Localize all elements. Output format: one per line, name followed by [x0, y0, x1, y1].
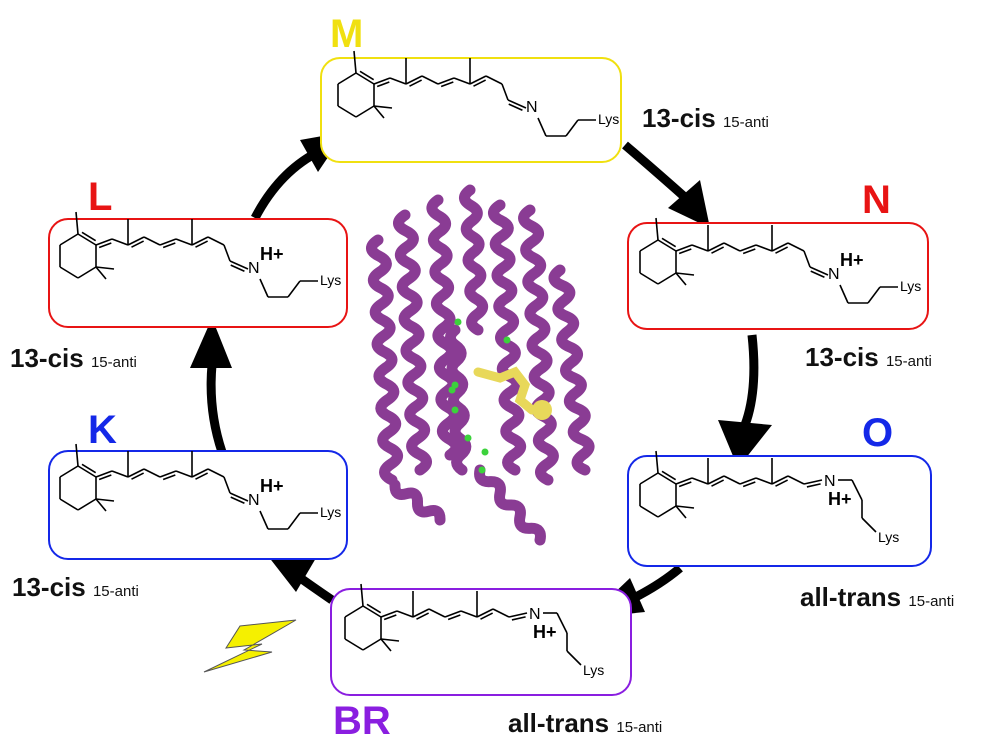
state-label-k: K — [88, 408, 117, 452]
conf-sub-m: 15-anti — [722, 114, 769, 131]
lys-m: Lys — [598, 111, 620, 127]
conf-sub-o: 15-anti — [908, 593, 955, 610]
conf-main-l: 13-cis — [10, 343, 84, 373]
nitrogen-atom-m: N — [526, 99, 538, 116]
arrowhead-n-to-o — [718, 420, 772, 468]
nitrogen-atom-l: N — [248, 260, 260, 277]
helix-segment — [459, 184, 489, 336]
conf-sub-br: 15-anti — [616, 719, 663, 736]
arrow-m-to-n — [622, 141, 691, 204]
state-label-l: L — [88, 175, 113, 219]
state-box-br — [330, 588, 632, 696]
conf-label-m: 13-cis 15-anti — [642, 103, 769, 138]
lys-k: Lys — [320, 504, 342, 520]
water-molecule — [503, 336, 511, 344]
lys-l: Lys — [320, 272, 342, 288]
retinal-chromophore — [473, 366, 552, 420]
conf-label-k: 13-cis 15-anti — [12, 572, 139, 607]
water-molecule — [478, 466, 486, 474]
nitrogen-atom-br: N — [529, 606, 541, 623]
state-box-k — [48, 450, 348, 560]
water-molecule — [464, 434, 472, 442]
helix-segment — [393, 209, 432, 476]
lightning-icon — [203, 619, 297, 673]
state-label-m: M — [330, 12, 364, 56]
proton-k: H+ — [260, 476, 284, 496]
water-molecule — [481, 448, 489, 456]
state-label-o: O — [862, 411, 894, 455]
conf-main-n: 13-cis — [805, 342, 879, 372]
nitrogen-atom-k: N — [248, 492, 260, 509]
conf-label-n: 13-cis 15-anti — [805, 342, 932, 377]
conf-label-o: all-trans 15-anti — [800, 582, 954, 617]
helix-segment — [444, 324, 472, 476]
retinal-molecule-N — [639, 217, 898, 304]
helix-segment — [548, 264, 595, 476]
arrowhead-br-to-k — [268, 556, 316, 592]
water-molecule — [451, 406, 459, 414]
lys-o: Lys — [878, 529, 900, 545]
arrowhead-m-to-n — [668, 180, 710, 228]
conf-main-br: all-trans — [508, 708, 610, 738]
helix-segment — [389, 479, 446, 526]
state-label-n: N — [862, 178, 891, 222]
helix-segment — [518, 204, 559, 486]
retinal-molecule-O — [639, 450, 877, 533]
conf-sub-n: 15-anti — [885, 353, 932, 370]
arrow-k-to-l — [206, 364, 227, 454]
retinal-molecule-M — [337, 50, 596, 137]
retinal-molecule-L — [59, 211, 318, 298]
lys-br: Lys — [583, 662, 605, 678]
proton-br: H+ — [533, 622, 557, 642]
retinal-molecule-BR — [344, 583, 582, 666]
water-molecule — [454, 318, 462, 326]
proton-o: H+ — [828, 489, 852, 509]
state-label-br: BR — [333, 699, 391, 743]
state-box-n — [627, 222, 929, 330]
proton-n: H+ — [840, 250, 864, 270]
lys-n: Lys — [900, 278, 922, 294]
conf-main-k: 13-cis — [12, 572, 86, 602]
helix-segment — [474, 464, 546, 546]
conf-label-l: 13-cis 15-anti — [10, 343, 137, 378]
helix-segment — [366, 234, 404, 486]
water-molecule — [451, 381, 459, 389]
conf-label-br: all-trans 15-anti — [508, 708, 662, 743]
conf-sub-k: 15-anti — [92, 583, 139, 600]
state-box-o — [627, 455, 932, 567]
nitrogen-atom-o: N — [824, 473, 836, 490]
arrowhead-k-to-l — [190, 318, 232, 368]
state-box-m — [320, 57, 622, 163]
nitrogen-atom-n: N — [828, 266, 840, 283]
conf-main-m: 13-cis — [642, 103, 716, 133]
arrow-n-to-o — [740, 334, 759, 427]
conf-main-o: all-trans — [800, 582, 902, 612]
proton-l: H+ — [260, 244, 284, 264]
retinal-molecule-K — [59, 443, 318, 530]
state-box-l — [48, 218, 348, 328]
helix-segment — [488, 199, 527, 476]
conf-sub-l: 15-anti — [90, 354, 137, 371]
